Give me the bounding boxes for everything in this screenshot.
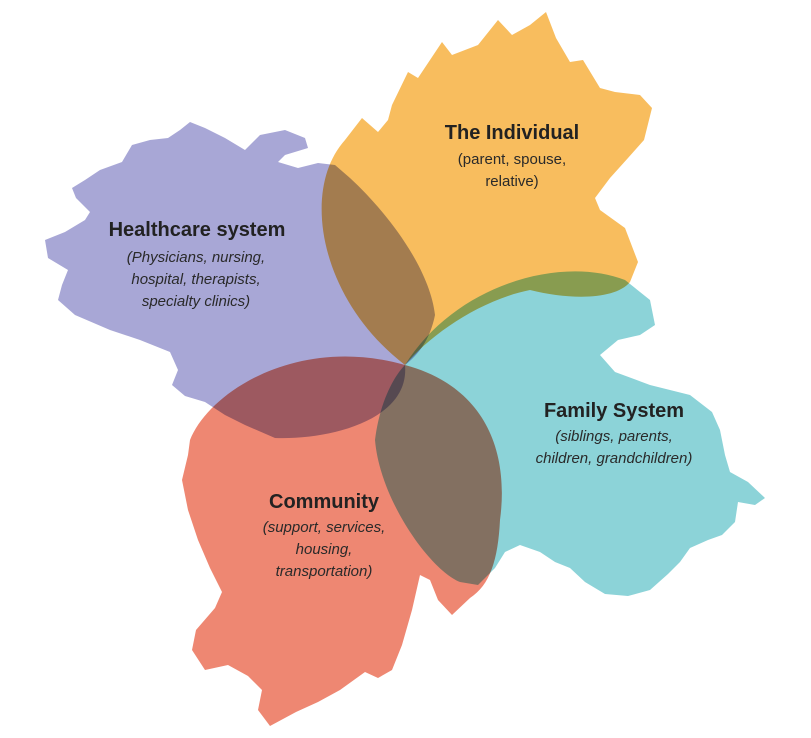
family-label: Family System (siblings, parents, childr… (536, 400, 693, 467)
healthcare-title: Healthcare system (109, 219, 286, 241)
community-title: Community (269, 491, 380, 513)
healthcare-subtitle-line-2: hospital, therapists, (131, 271, 260, 288)
family-subtitle-line-2: children, grandchildren) (536, 450, 693, 467)
individual-subtitle-line-2: relative) (485, 173, 538, 190)
individual-subtitle-line-1: (parent, spouse, (458, 151, 566, 168)
community-subtitle-line-2: housing, (296, 541, 353, 558)
community-label: Community (support, services, housing, t… (263, 491, 386, 580)
community-subtitle-line-1: (support, services, (263, 519, 386, 536)
family-subtitle-line-1: (siblings, parents, (555, 428, 673, 445)
community-subtitle-line-3: transportation) (276, 563, 373, 580)
healthcare-subtitle-line-3: specialty clinics) (142, 293, 250, 310)
healthcare-label: Healthcare system (Physicians, nursing, … (109, 219, 286, 310)
community-petal (182, 356, 502, 726)
individual-label: The Individual (parent, spouse, relative… (445, 122, 579, 190)
healthcare-subtitle-line-1: (Physicians, nursing, (127, 249, 265, 266)
family-title: Family System (544, 400, 684, 422)
individual-title: The Individual (445, 122, 579, 144)
